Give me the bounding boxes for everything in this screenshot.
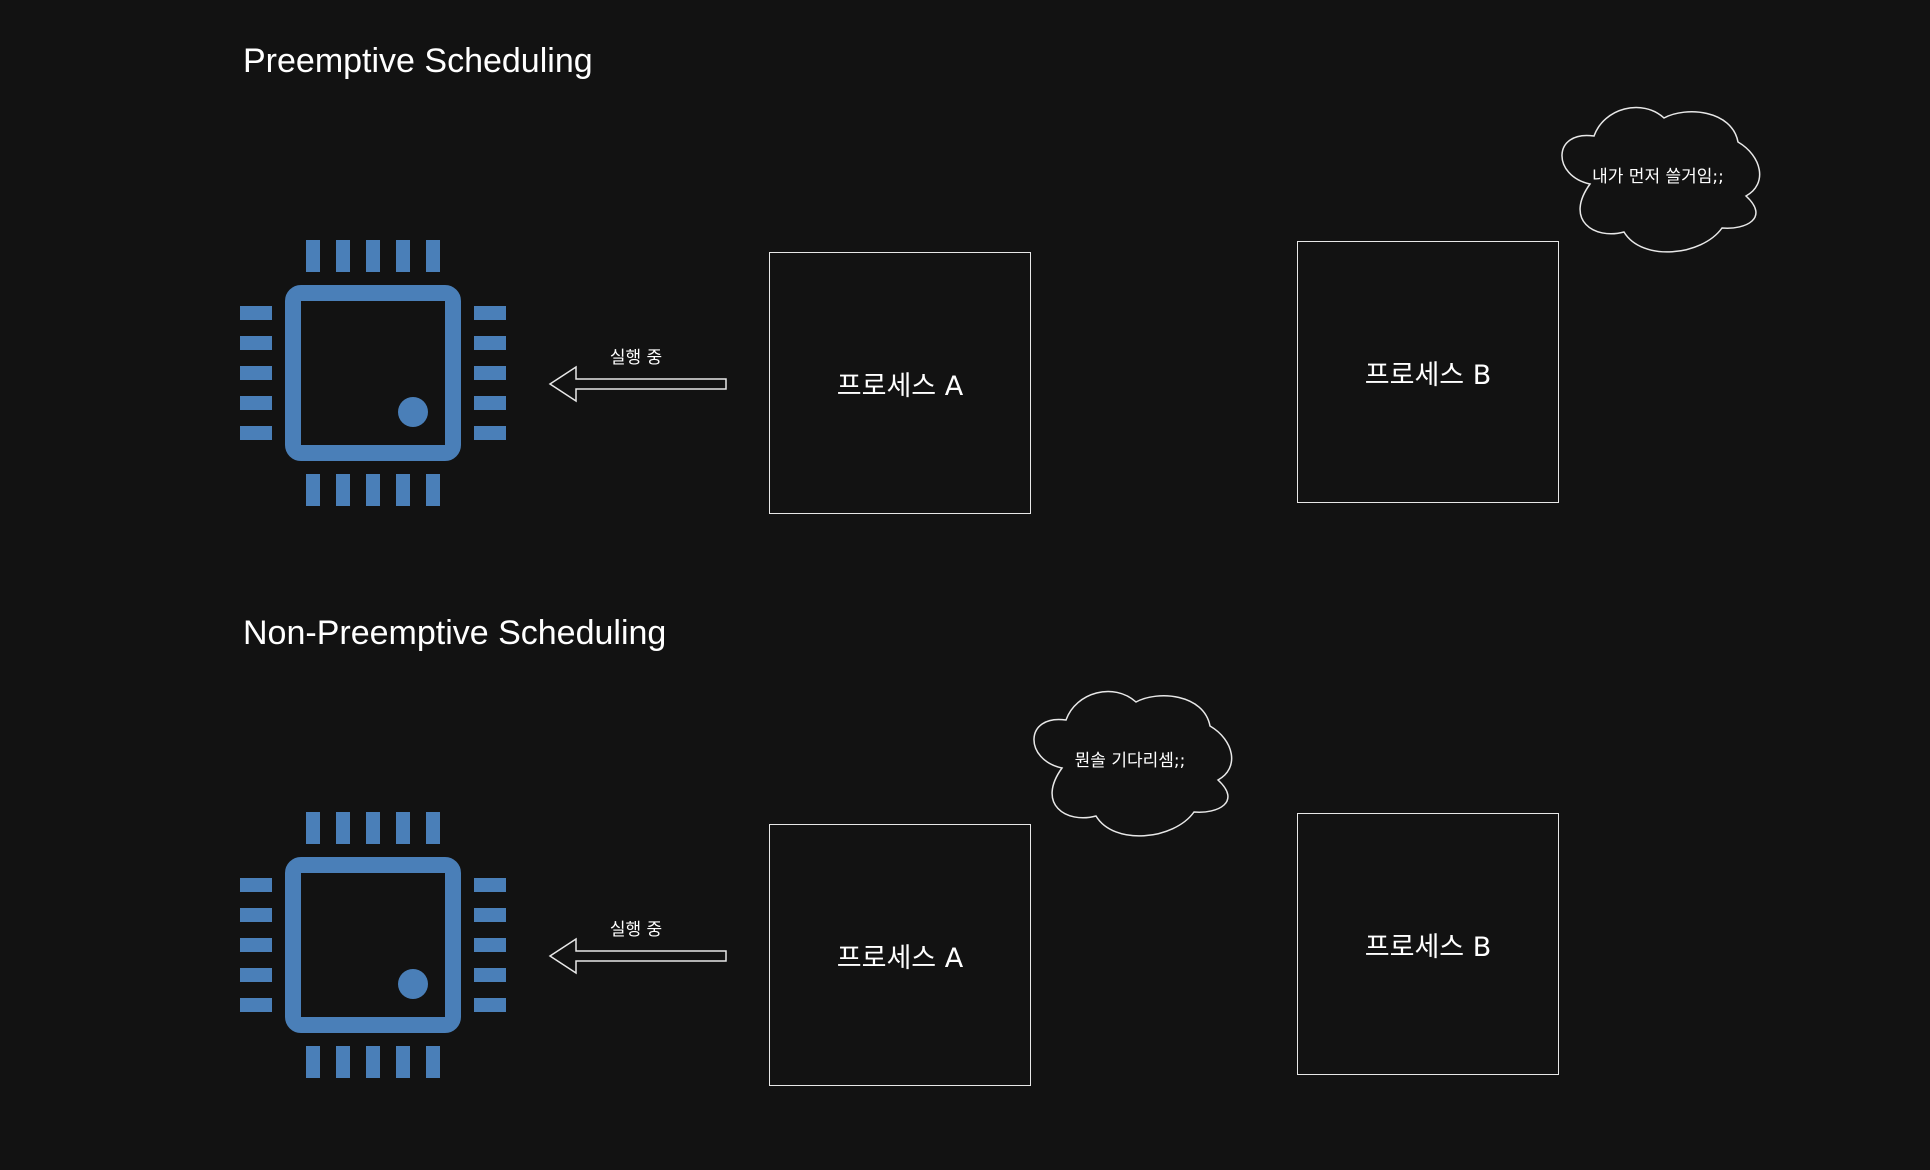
section-title: Non-Preemptive Scheduling <box>243 614 667 652</box>
arrow-label: 실행 중 <box>609 920 663 940</box>
cloud-text: 뭔솔 기다리셈;; <box>1074 751 1186 771</box>
left-arrow-icon <box>548 365 727 403</box>
process-a-box: 프로세스 A <box>769 252 1031 514</box>
process-b-label: 프로세스 B <box>1364 931 1492 963</box>
cloud-icon <box>1561 106 1761 253</box>
speech-cloud: 내가 먼저 쓸거임;; <box>1550 100 1766 260</box>
process-a-label: 프로세스 A <box>836 370 964 402</box>
cloud-icon <box>1033 690 1233 837</box>
left-arrow-icon <box>548 937 727 975</box>
process-b-box: 프로세스 B <box>1297 241 1559 503</box>
cloud-text: 내가 먼저 쓸거임;; <box>1592 167 1724 187</box>
speech-cloud: 뭔솔 기다리셈;; <box>1022 684 1238 844</box>
process-a-label: 프로세스 A <box>836 942 964 974</box>
section-title: Preemptive Scheduling <box>243 42 593 80</box>
arrow-label: 실행 중 <box>609 348 663 368</box>
process-a-box: 프로세스 A <box>769 824 1031 1086</box>
cpu-chip-icon <box>240 812 506 1078</box>
cpu-chip-icon <box>240 240 506 506</box>
process-b-label: 프로세스 B <box>1364 359 1492 391</box>
process-b-box: 프로세스 B <box>1297 813 1559 1075</box>
